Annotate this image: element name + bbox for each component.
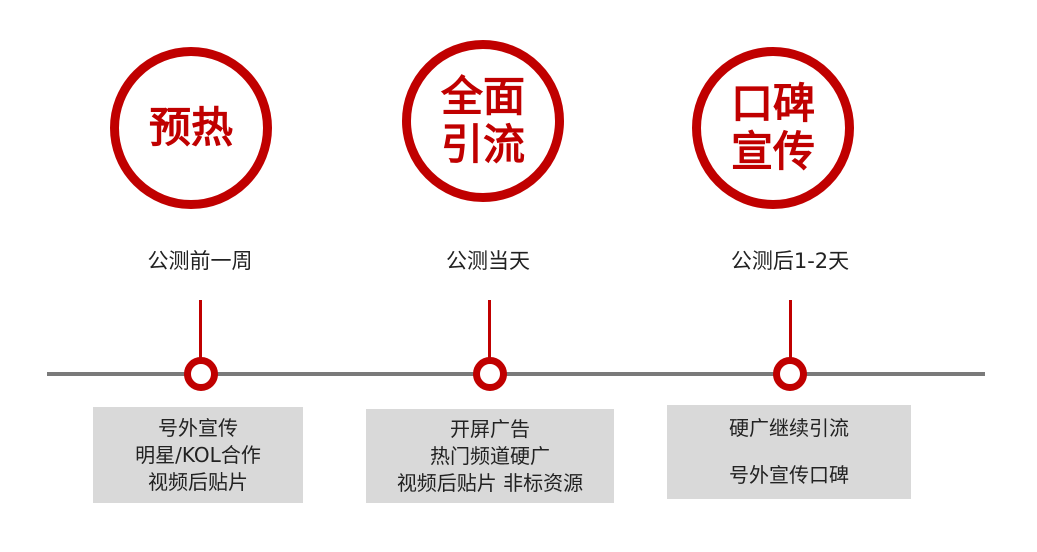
phase-2-details: 开屏广告 热门频道硬广 视频后贴片 非标资源 [366, 409, 614, 503]
phase-2-circle: 全面 引流 [402, 40, 564, 202]
phase-1-title: 预热 [148, 103, 233, 152]
phase-1-circle: 预热 [110, 47, 272, 209]
phase-1-detail-3: 视频后贴片 [148, 469, 248, 494]
phase-2-title-line-2: 引流 [440, 120, 525, 169]
phase-1-detail-2: 明星/KOL合作 [135, 442, 261, 467]
phase-2-node [473, 357, 507, 391]
phase-3-title-line-2: 宣传 [730, 127, 815, 176]
phase-3-node [773, 357, 807, 391]
phase-3-title-line-1: 口碑 [730, 79, 815, 128]
phase-2-label: 公测当天 [446, 249, 530, 273]
phase-1-stem [199, 300, 202, 360]
phase-3-detail-2: 号外宣传口碑 [729, 463, 849, 487]
phase-2-detail-3: 视频后贴片 非标资源 [396, 470, 584, 495]
phase-3-details: 硬广继续引流 号外宣传口碑 [667, 405, 911, 499]
phase-3-detail-1: 硬广继续引流 [729, 416, 849, 440]
phase-2-detail-2: 热门频道硬广 [430, 443, 550, 468]
phase-1-node [184, 357, 218, 391]
phase-2-detail-1: 开屏广告 [450, 416, 530, 441]
phase-2-title-line-1: 全面 [440, 72, 525, 121]
phase-3-label: 公测后1-2天 [730, 249, 850, 273]
phase-1-label: 公测前一周 [147, 249, 253, 273]
phase-1-details: 号外宣传 明星/KOL合作 视频后贴片 [93, 407, 303, 503]
phase-2-stem [488, 300, 491, 360]
phase-1-detail-1: 号外宣传 [158, 415, 238, 440]
phase-3-stem [789, 300, 792, 360]
phase-3-circle: 口碑 宣传 [692, 47, 854, 209]
timeline-axis [47, 372, 985, 376]
